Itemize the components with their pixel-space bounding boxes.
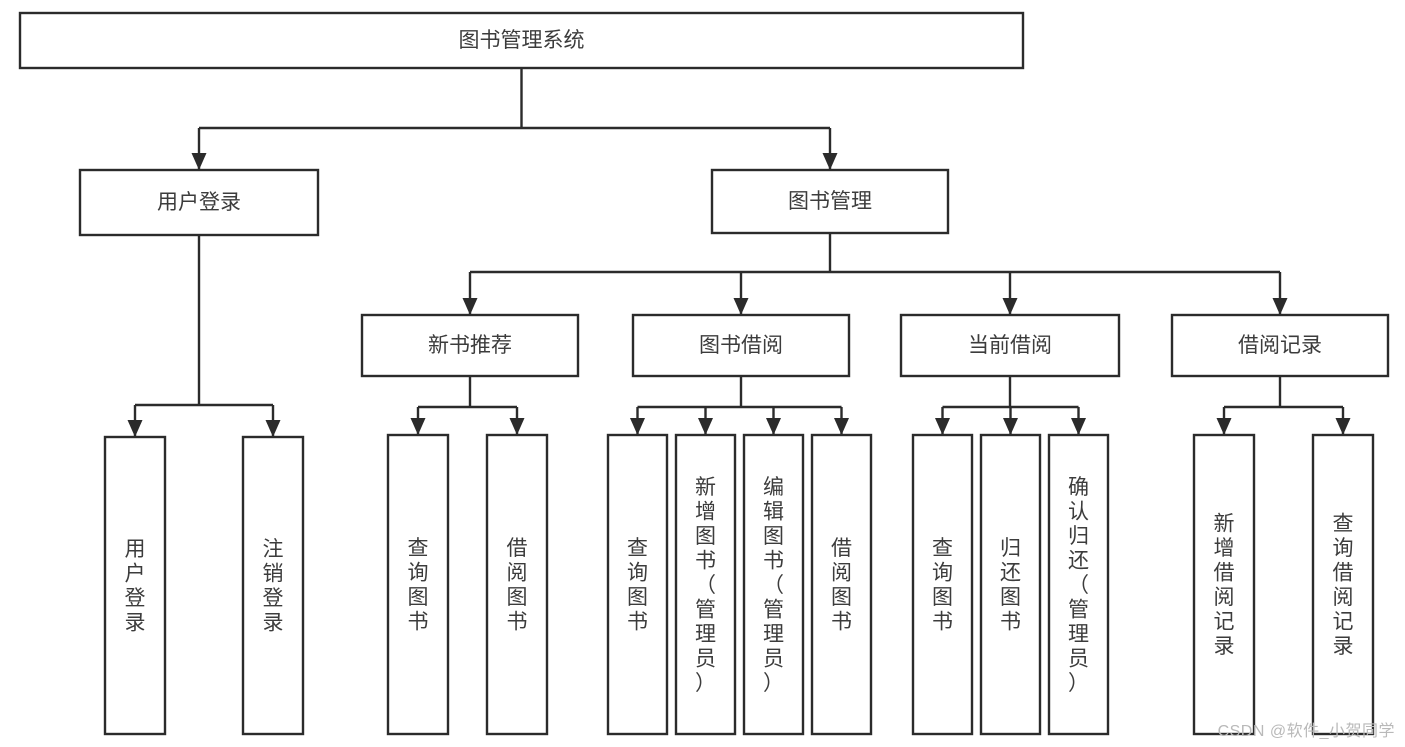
- node-br-query-record[interactable]: 查询借阅记录: [1311, 433, 1375, 736]
- node-bb-borrow-book[interactable]: 借阅图书: [810, 433, 873, 736]
- arrow-head-l2-1-1: [733, 298, 749, 315]
- node-label-cb-query-book: 查询图书: [932, 537, 953, 634]
- node-box-bb-add-book: [674, 433, 737, 736]
- arrow-head-l2-0-1: [265, 420, 281, 437]
- node-label-br-add-record: 新增借阅记录: [1214, 513, 1235, 659]
- node-label-new-book-recommend: 新书推荐: [428, 334, 512, 357]
- arrow-head-l3-1-1-0: [630, 418, 645, 435]
- node-label-user-logout: 注销登录: [263, 538, 284, 635]
- node-book-manage[interactable]: 图书管理: [710, 168, 950, 235]
- node-box-nbr-borrow-book: [485, 433, 549, 736]
- node-box-bb-edit-book: [742, 433, 805, 736]
- node-box-cb-query-book: [911, 433, 974, 736]
- node-borrow-record[interactable]: 借阅记录: [1170, 313, 1390, 378]
- node-bb-add-book[interactable]: 新增图书（管理员）: [674, 433, 737, 736]
- node-label-cb-return-book: 归还图书: [1000, 537, 1021, 634]
- node-nbr-borrow-book[interactable]: 借阅图书: [485, 433, 549, 736]
- node-box-bb-borrow-book: [810, 433, 873, 736]
- node-cb-query-book[interactable]: 查询图书: [911, 433, 974, 736]
- arrow-head-l3-1-2-1: [1003, 418, 1018, 435]
- node-current-borrow[interactable]: 当前借阅: [899, 313, 1121, 378]
- node-label-cb-confirm-return: 确认归还（管理员）: [1068, 476, 1089, 695]
- node-label-current-borrow: 当前借阅: [968, 334, 1052, 357]
- node-box-user-logout: [241, 435, 305, 736]
- arrow-head-l3-1-2-2: [1071, 418, 1086, 435]
- node-br-add-record[interactable]: 新增借阅记录: [1192, 433, 1256, 736]
- node-cb-confirm-return[interactable]: 确认归还（管理员）: [1047, 433, 1110, 736]
- arrow-head-l3-1-1-1: [698, 418, 713, 435]
- node-root[interactable]: 图书管理系统: [18, 11, 1025, 70]
- node-label-bb-query-book: 查询图书: [627, 537, 648, 634]
- node-box-user-login-do: [103, 435, 167, 736]
- arrow-head-l3-1-0-0: [410, 418, 426, 435]
- node-box-current-borrow: [899, 313, 1121, 378]
- node-box-br-add-record: [1192, 433, 1256, 736]
- node-label-book-manage: 图书管理: [788, 190, 872, 213]
- node-user-login-do[interactable]: 用户登录: [103, 435, 167, 736]
- node-label-nbr-borrow-book: 借阅图书: [507, 537, 528, 634]
- arrow-head-l2-0-0: [127, 420, 143, 437]
- node-label-nbr-query-book: 查询图书: [408, 537, 429, 634]
- node-box-borrow-record: [1170, 313, 1390, 378]
- node-new-book-recommend[interactable]: 新书推荐: [360, 313, 580, 378]
- node-label-user-login-do: 用户登录: [125, 538, 146, 635]
- node-label-bb-edit-book: 编辑图书（管理员）: [763, 476, 784, 695]
- node-box-br-query-record: [1311, 433, 1375, 736]
- nodes-layer: 图书管理系统用户登录用户登录注销登录图书管理新书推荐查询图书借阅图书图书借阅查询…: [18, 11, 1390, 736]
- node-box-cb-return-book: [979, 433, 1042, 736]
- arrow-head-root-0: [191, 153, 207, 170]
- node-label-borrow-record: 借阅记录: [1238, 334, 1322, 357]
- node-label-bb-add-book: 新增图书（管理员）: [695, 476, 716, 695]
- node-box-book-borrow: [631, 313, 851, 378]
- arrow-head-l3-1-1-2: [766, 418, 781, 435]
- arrow-head-l2-1-0: [462, 298, 478, 315]
- arrow-head-l3-1-0-1: [509, 418, 525, 435]
- node-box-nbr-query-book: [386, 433, 450, 736]
- arrow-head-l3-1-3-1: [1335, 418, 1351, 435]
- node-box-bb-query-book: [606, 433, 669, 736]
- arrow-head-root-1: [822, 153, 838, 170]
- node-box-book-manage: [710, 168, 950, 235]
- node-label-br-query-record: 查询借阅记录: [1333, 513, 1354, 659]
- node-cb-return-book[interactable]: 归还图书: [979, 433, 1042, 736]
- node-label-root: 图书管理系统: [459, 29, 585, 52]
- node-box-new-book-recommend: [360, 313, 580, 378]
- arrow-head-l2-1-2: [1002, 298, 1018, 315]
- arrow-head-l2-1-3: [1272, 298, 1288, 315]
- node-nbr-query-book[interactable]: 查询图书: [386, 433, 450, 736]
- node-box-root: [18, 11, 1025, 70]
- node-bb-edit-book[interactable]: 编辑图书（管理员）: [742, 433, 805, 736]
- node-label-bb-borrow-book: 借阅图书: [831, 537, 852, 634]
- node-book-borrow[interactable]: 图书借阅: [631, 313, 851, 378]
- node-box-cb-confirm-return: [1047, 433, 1110, 736]
- node-user-logout[interactable]: 注销登录: [241, 435, 305, 736]
- node-user-login[interactable]: 用户登录: [78, 168, 320, 237]
- arrow-head-l3-1-2-0: [935, 418, 950, 435]
- arrow-head-l3-1-3-0: [1216, 418, 1232, 435]
- node-label-user-login: 用户登录: [157, 191, 241, 214]
- node-bb-query-book[interactable]: 查询图书: [606, 433, 669, 736]
- arrow-head-l3-1-1-3: [834, 418, 849, 435]
- connectors-layer: [127, 68, 1351, 437]
- node-label-book-borrow: 图书借阅: [699, 334, 783, 357]
- node-box-user-login: [78, 168, 320, 237]
